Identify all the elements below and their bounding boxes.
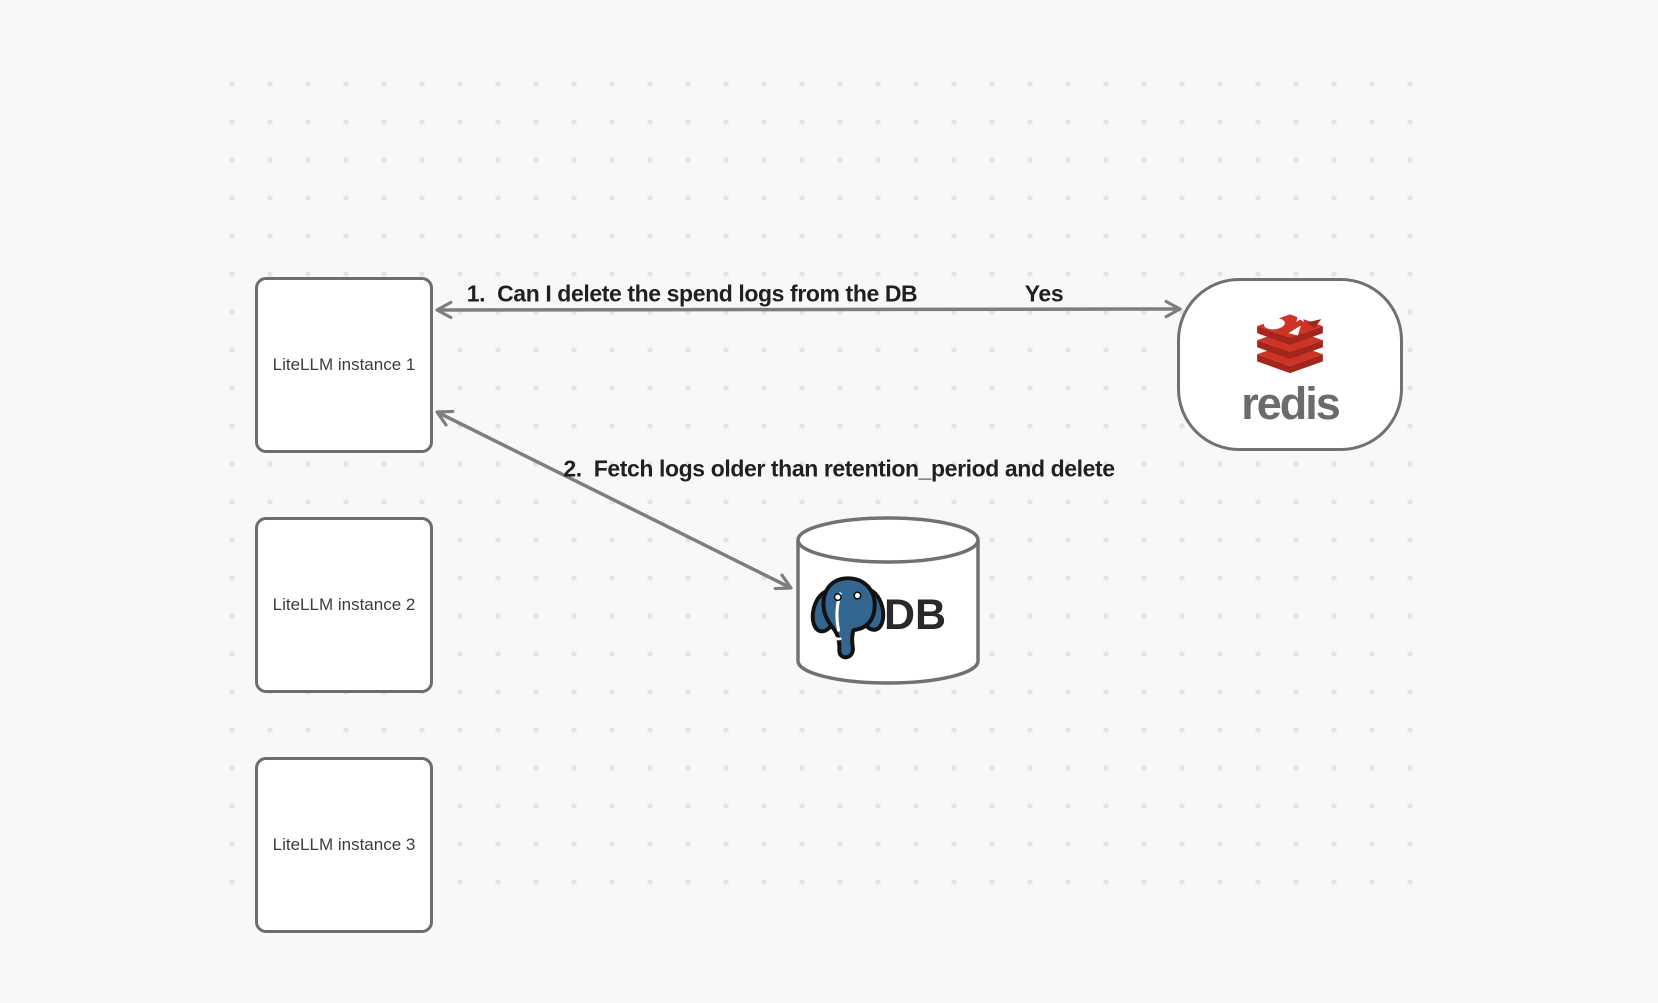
redis-wordmark: redis bbox=[1241, 378, 1341, 429]
node-litellm-instance-3-label: LiteLLM instance 3 bbox=[272, 835, 416, 854]
postgresql-elephant-icon bbox=[810, 576, 886, 660]
node-litellm-instance-2[interactable]: LiteLLM instance 2 bbox=[255, 517, 433, 693]
node-redis[interactable]: redis bbox=[1177, 278, 1403, 451]
edge-1-response-label[interactable]: Yes bbox=[1024, 280, 1064, 307]
node-litellm-instance-1[interactable]: LiteLLM instance 1 bbox=[255, 277, 433, 453]
node-litellm-instance-3[interactable]: LiteLLM instance 3 bbox=[255, 757, 433, 933]
node-litellm-instance-2-label: LiteLLM instance 2 bbox=[272, 595, 416, 614]
edge-instance1-db-arrow[interactable] bbox=[435, 409, 793, 591]
edge-2-label[interactable]: 2. Fetch logs older than retention_perio… bbox=[563, 455, 1115, 482]
edge-1-label[interactable]: 1. Can I delete the spend logs from the … bbox=[466, 280, 918, 307]
redis-logo-icon bbox=[1257, 310, 1323, 374]
db-node-label: DB bbox=[884, 591, 947, 639]
edge-instance1-redis-arrow[interactable] bbox=[435, 299, 1182, 320]
node-litellm-instance-1-label: LiteLLM instance 1 bbox=[272, 355, 416, 374]
